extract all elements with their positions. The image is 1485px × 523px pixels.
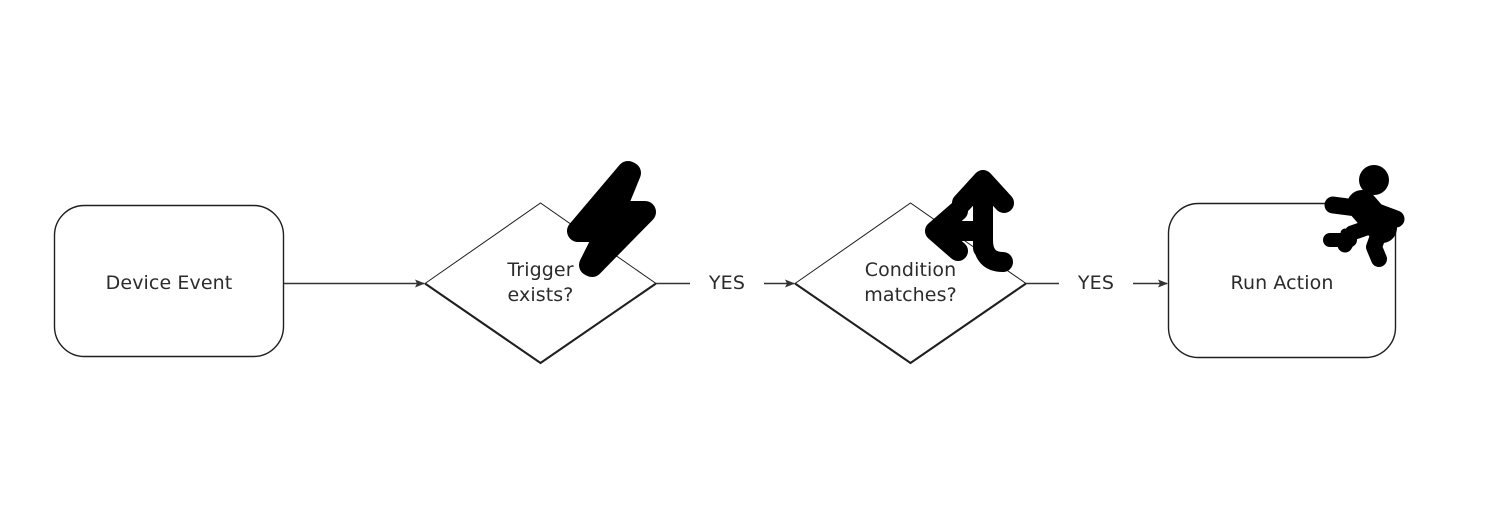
lightning-bolt-icon [567,161,656,277]
node-condition-matches-lower-outline [794,282,1027,365]
edge-label-yes-condition: YES [1077,272,1115,294]
edge-label-yes-trigger: YES [708,272,746,294]
node-device-event[interactable] [53,204,285,358]
node-trigger-exists-lower-outline [424,282,657,365]
branch-arrows-icon [925,170,1014,272]
running-person-icon [1323,165,1405,267]
